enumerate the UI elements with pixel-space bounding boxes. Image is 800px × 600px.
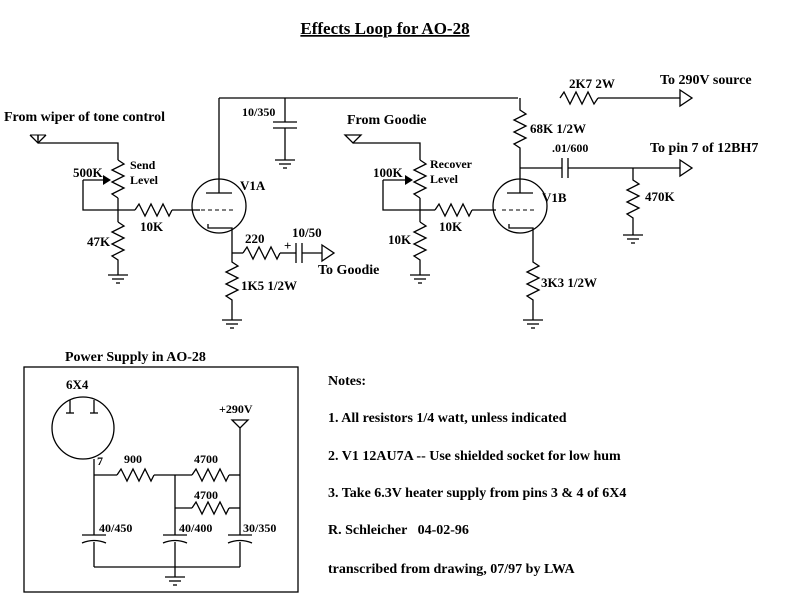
label-01-600: .01/600 [552, 141, 588, 155]
page-title: Effects Loop for AO-28 [300, 19, 469, 38]
resistor-10k-b [434, 202, 473, 218]
label-v1b: V1B [542, 190, 567, 205]
transcription-line: transcribed from drawing, 07/97 by LWA [328, 562, 575, 577]
label-2k7: 2K7 2W [569, 76, 615, 91]
resistor-10k-a [134, 202, 173, 218]
label-100k: 100K [373, 165, 404, 180]
label-10-350: 10/350 [242, 105, 275, 119]
label-1k5: 1K5 1/2W [241, 278, 297, 293]
label-47k: 47K [87, 234, 111, 249]
label-900: 900 [124, 452, 142, 466]
tube-6x4 [51, 396, 115, 460]
label-3k3: 3K3 1/2W [541, 275, 597, 290]
resistor-100k-pot [412, 159, 428, 199]
label-pin7: 7 [97, 454, 103, 468]
note-item: 2. V1 12AU7A -- Use shielded socket for … [328, 449, 621, 464]
wiper-arrow [103, 175, 111, 185]
label-30-350: 30/350 [243, 521, 276, 535]
label-send-level: Level [130, 173, 159, 187]
label-10k-c: 10K [388, 232, 412, 247]
label-v1a: V1A [240, 178, 266, 193]
resistor-47k [110, 221, 126, 275]
label-220: 220 [245, 231, 265, 246]
label-from-goodie: From Goodie [347, 113, 426, 128]
resistor-2k7 [559, 90, 599, 106]
resistor-1k5 [224, 253, 240, 320]
v1b-stage [343, 88, 694, 329]
label-4700-a: 4700 [194, 452, 218, 466]
terminal-290v [679, 88, 694, 108]
resistor-470k [625, 168, 641, 235]
output-terminal-goodie [321, 243, 336, 263]
label-40-450: 40/450 [99, 521, 132, 535]
label-to-goodie: To Goodie [318, 263, 379, 278]
label-recover: Recover [430, 157, 473, 171]
v1a-stage [29, 97, 518, 329]
resistor-10k-c [412, 221, 428, 275]
label-68k: 68K 1/2W [530, 121, 586, 136]
terminal-plus-290v [230, 419, 250, 429]
resistor-500k-pot [110, 159, 126, 199]
power-supply-section: Power Supply in AO-28 6X4 7 +290V [23, 350, 299, 593]
resistor-900 [116, 467, 155, 483]
terminal-pin7 [679, 158, 694, 178]
wiper-arrow [405, 175, 413, 185]
resistor-3k3 [525, 250, 541, 320]
power-supply-title: Power Supply in AO-28 [65, 350, 206, 365]
label-from-wiper: From wiper of tone control [4, 110, 165, 125]
label-10k-a: 10K [140, 219, 164, 234]
input-terminal-recover [343, 134, 363, 144]
label-6x4: 6X4 [66, 377, 89, 392]
power-supply-box [23, 366, 299, 593]
resistor-220 [242, 245, 281, 261]
label-470k: 470K [645, 189, 676, 204]
notes-heading: Notes: [328, 374, 366, 389]
resistor-4700-a [191, 467, 230, 483]
label-recover-level: Level [430, 172, 459, 186]
resistor-68k [512, 98, 528, 168]
label-4700-b: 4700 [194, 488, 218, 502]
label-to-pin7: To pin 7 of 12BH7 [650, 141, 758, 156]
label-10-50: 10/50 [292, 225, 322, 240]
label-10k-b: 10K [439, 219, 463, 234]
author-line: R. Schleicher 04-02-96 [328, 523, 469, 538]
note-item: 1. All resistors 1/4 watt, unless indica… [328, 411, 567, 426]
label-40-400: 40/400 [179, 521, 212, 535]
label-to-290v: To 290V source [660, 73, 752, 88]
note-item: 3. Take 6.3V heater supply from pins 3 &… [328, 486, 626, 501]
label-500k: 500K [73, 165, 104, 180]
label-send: Send [130, 158, 156, 172]
label-plus: + [284, 238, 291, 253]
notes-section: Notes: 1. All resistors 1/4 watt, unless… [328, 374, 626, 577]
label-plus-290v: +290V [219, 402, 253, 416]
resistor-4700-b [191, 500, 230, 516]
